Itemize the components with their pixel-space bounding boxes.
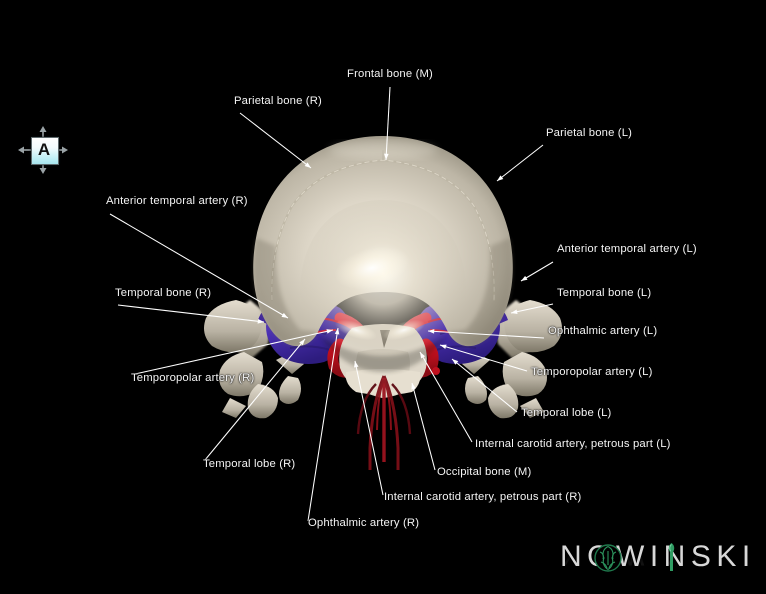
basilar-vessels [356,375,412,470]
leader-arrowhead-temporal-bone-l [511,309,518,314]
leader-arrowhead-frontal-bone-m [384,153,389,160]
leader-line-ophthalmic-artery-l [427,330,545,339]
orientation-marker[interactable]: A [18,126,68,174]
leader-arrowhead-internal-carotid-artery-l [420,352,426,359]
leader-arrowhead-ophthalmic-artery-l [428,329,435,334]
leader-line-anterior-temporal-artery-r [109,213,289,319]
label-temporopolar-artery-r: Temporopolar artery (R) [131,372,255,384]
watermark: NOWINSKI NOWINSKI [560,540,756,588]
label-ophthalmic-artery-r: Ophthalmic artery (R) [308,517,420,529]
leader-line-parietal-bone-l [496,144,544,182]
leader-arrowhead-temporopolar-artery-r [326,329,333,334]
leader-arrowhead-temporopolar-artery-l [440,344,447,349]
leader-line-temporal-bone-r [117,304,265,323]
label-ophthalmic-artery-l: Ophthalmic artery (L) [548,325,658,337]
leader-line-anterior-temporal-artery-l [520,261,554,282]
watermark-reflection: NOWINSKI [560,553,756,571]
leader-line-temporopolar-artery-r [134,329,334,375]
label-anterior-temporal-artery-l: Anterior temporal artery (L) [557,243,697,255]
label-anterior-temporal-artery-r: Anterior temporal artery (R) [106,195,248,207]
label-temporal-bone-l: Temporal bone (L) [557,287,652,299]
label-parietal-bone-r: Parietal bone (R) [234,95,322,107]
label-parietal-bone-l: Parietal bone (L) [546,127,633,139]
leader-line-internal-carotid-artery-r [354,360,384,496]
leader-arrowhead-temporal-lobe-l [452,359,459,365]
leader-arrowhead-anterior-temporal-artery-r [281,312,288,318]
leader-line-temporal-bone-l [510,303,554,314]
label-temporal-lobe-l: Temporal lobe (L) [521,407,612,419]
leader-line-parietal-bone-r [239,112,312,169]
orientation-box [31,137,59,165]
leader-line-frontal-bone-m [385,86,391,161]
leader-arrowhead-occipital-bone-m [411,383,416,390]
leader-line-internal-carotid-artery-l [419,351,473,443]
leader-arrowhead-parietal-bone-l [497,175,504,181]
brainstem-icon [668,543,675,571]
leader-arrowhead-internal-carotid-artery-r [354,361,359,368]
leader-line-temporal-lobe-r [204,338,306,461]
label-internal-carotid-artery-l: Internal carotid artery, petrous part (L… [475,438,671,450]
leader-arrowhead-anterior-temporal-artery-l [521,275,528,281]
leader-arrowhead-parietal-bone-r [304,162,311,168]
leader-line-ophthalmic-artery-r [307,327,339,522]
leader-line-temporal-lobe-l [451,358,518,413]
label-internal-carotid-artery-r: Internal carotid artery, petrous part (R… [384,491,582,503]
leader-line-occipital-bone-m [411,382,436,471]
leader-arrowhead-ophthalmic-artery-r [334,328,340,335]
watermark-text: NOWINSKI [560,540,756,573]
label-temporal-lobe-r: Temporal lobe (R) [203,458,296,470]
leader-arrowhead-temporal-bone-r [257,318,264,324]
label-frontal-bone-m: Frontal bone (M) [347,68,433,80]
orientation-letter: A [37,140,51,159]
brain-icon [594,544,622,572]
label-temporopolar-artery-l: Temporopolar artery (L) [531,366,653,378]
leader-line-temporopolar-artery-l [439,344,528,372]
leader-arrowhead-temporal-lobe-r [299,339,305,346]
label-temporal-bone-r: Temporal bone (R) [115,287,212,299]
label-occipital-bone-m: Occipital bone (M) [437,466,532,478]
